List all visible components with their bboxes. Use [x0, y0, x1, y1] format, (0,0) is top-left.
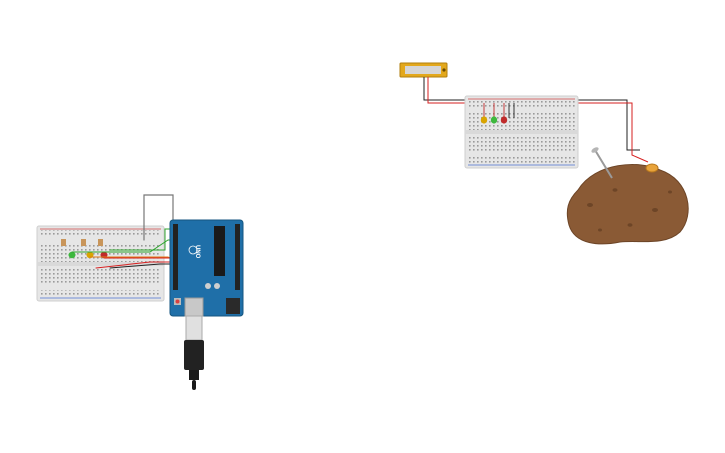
right-leds[interactable]: [480, 116, 508, 124]
green-led-left[interactable]: [68, 251, 76, 259]
power-jack: [226, 298, 240, 314]
red-led-right[interactable]: [500, 116, 508, 124]
green-led-right[interactable]: [490, 116, 498, 124]
lcd-screen: [405, 66, 441, 74]
red-wire: [95, 261, 176, 269]
red-wire-right: [427, 77, 649, 163]
green-wire-1: [109, 228, 173, 251]
left-circuit: UNO: [36, 194, 244, 390]
microcontroller-chip: [214, 226, 225, 276]
copper-clip: [645, 163, 659, 173]
right-wires[interactable]: [423, 77, 649, 163]
right-led-legs: [483, 103, 515, 118]
right-breadboard[interactable]: [464, 95, 579, 169]
left-resistors[interactable]: [61, 239, 103, 246]
left-breadboard[interactable]: [36, 225, 165, 302]
potato-battery[interactable]: [566, 146, 689, 245]
yellow-led-right[interactable]: [480, 116, 488, 124]
potato: [566, 164, 689, 245]
lcd-display[interactable]: [399, 62, 448, 78]
gray-wire: [143, 194, 174, 241]
nail: [594, 149, 613, 179]
right-circuit: [399, 62, 689, 245]
arduino-uno[interactable]: UNO: [169, 219, 244, 317]
usb-port: [184, 297, 204, 317]
usb-cable[interactable]: [184, 315, 204, 390]
black-wire-right: [423, 77, 640, 151]
